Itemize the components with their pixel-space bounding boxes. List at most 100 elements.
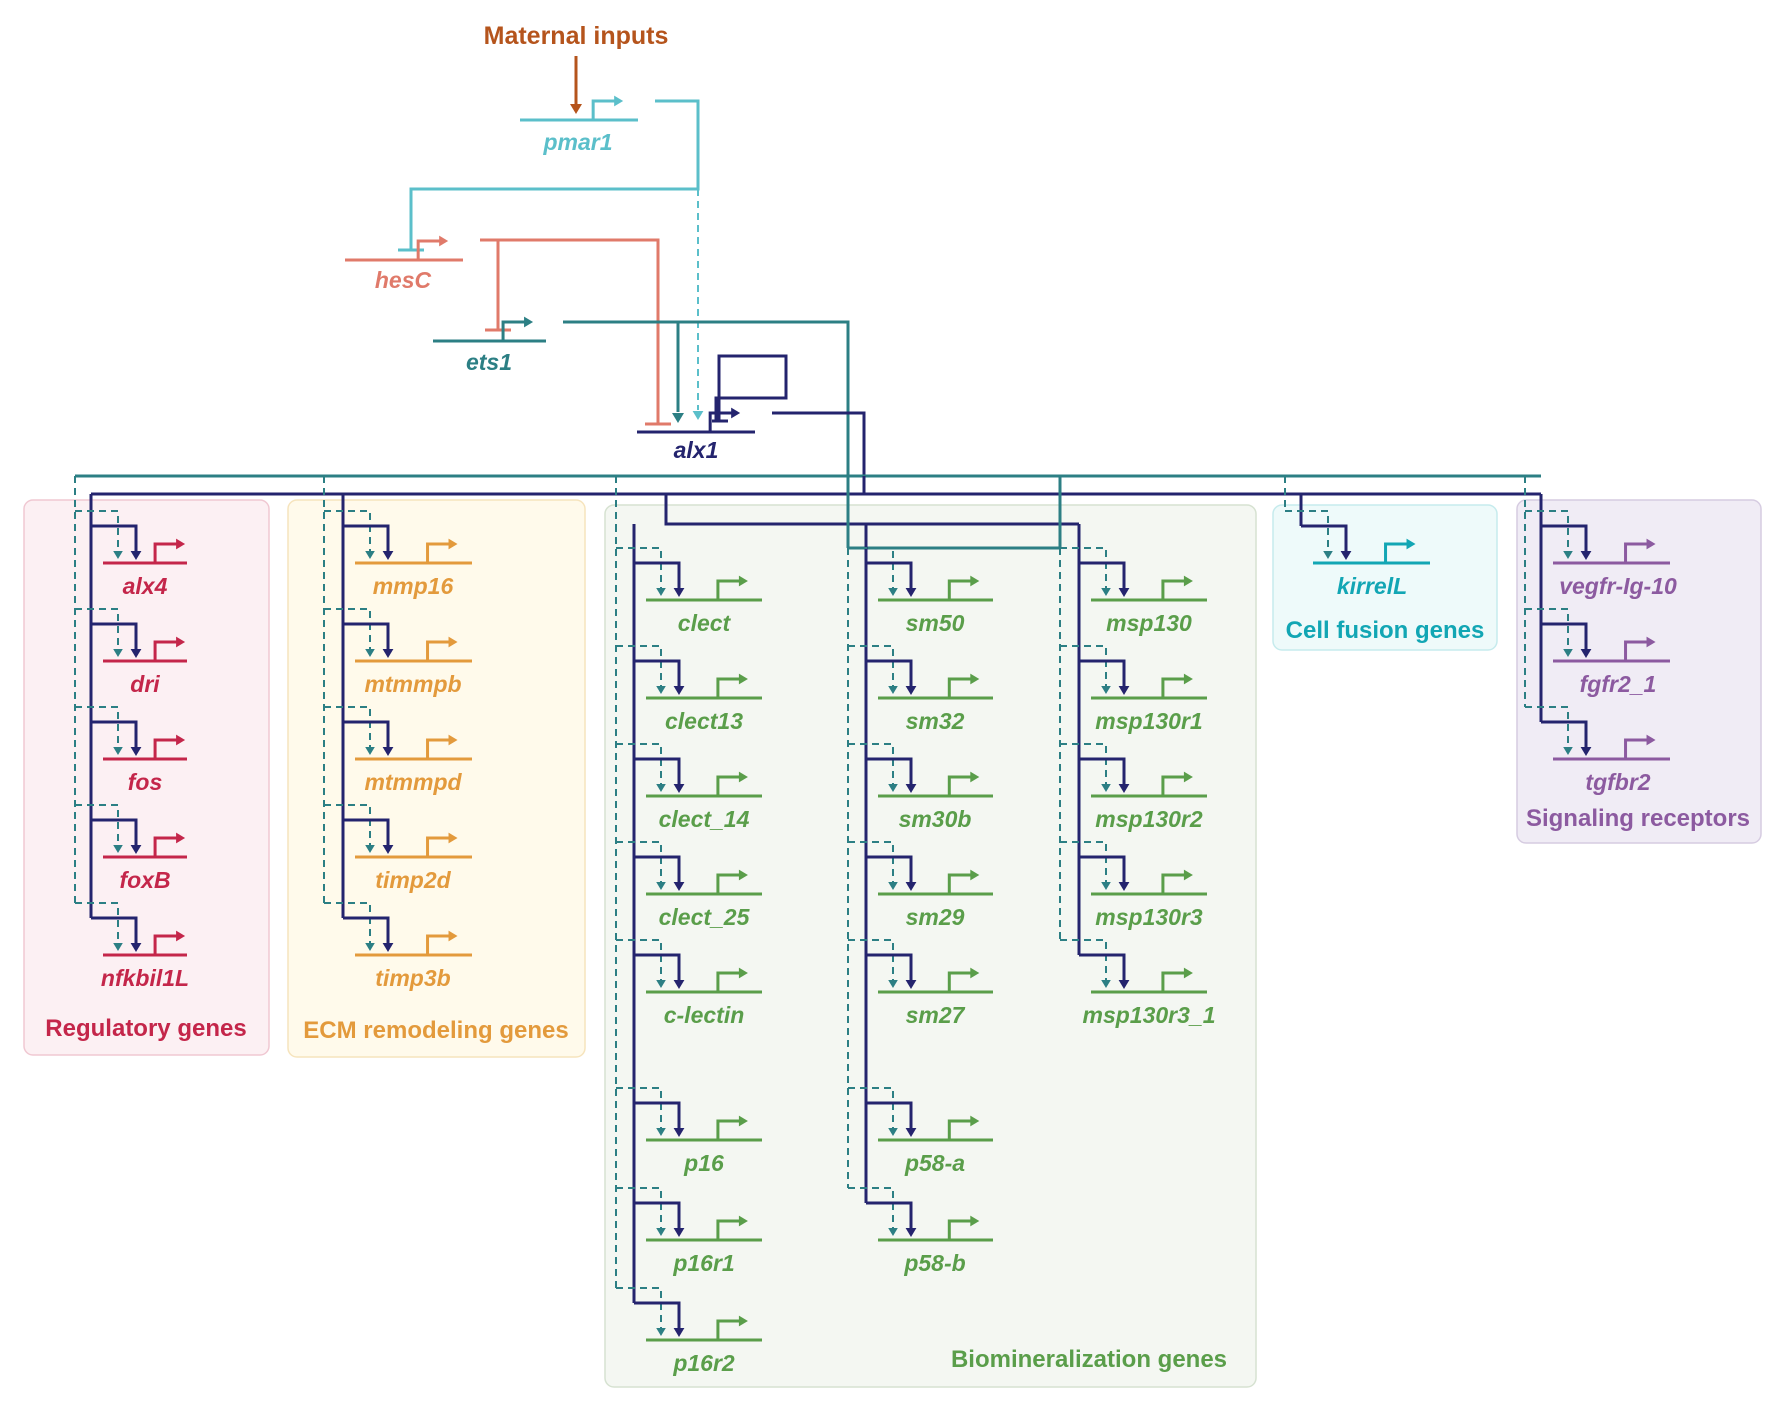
ets1-arrowhead-p16 <box>656 1128 666 1136</box>
gene-c-lectin-promoter <box>716 971 740 992</box>
gene-fgfr2_1-promoter <box>1624 640 1648 661</box>
alx1-arrowhead-c-lectin <box>673 980 685 989</box>
ets1-arrowhead-nfkbil1L <box>113 943 123 951</box>
ets1-edge-p58-b <box>848 1187 894 1228</box>
gene-label-clect: clect <box>678 610 732 636</box>
gene-sm50-promoter-arrow <box>970 575 980 587</box>
ets1-arrowhead-p16r1 <box>656 1228 666 1236</box>
group-label-cell-fusion: Cell fusion genes <box>1286 617 1485 644</box>
gene-label-nfkbil1L: nfkbil1L <box>101 965 189 991</box>
ets1-arrowhead-sm29 <box>888 882 898 890</box>
gene-c-lectin-promoter-arrow <box>738 967 748 979</box>
alx1-arrowhead-mmp16 <box>382 551 394 560</box>
alx1-edge-mtmmpb <box>343 622 390 649</box>
alx1-arrowhead-vegfr-Ig-10 <box>1580 551 1592 560</box>
gene-label-clect_25: clect_25 <box>659 904 751 930</box>
alx1-edge-vegfr-Ig-10 <box>1541 524 1588 551</box>
alx1-edge-msp130r2 <box>1079 757 1126 784</box>
regulatory-genes-box <box>23 499 270 1056</box>
ets1-edge-nfkbil1L <box>75 902 119 943</box>
alx1-edge-dri <box>91 622 138 649</box>
alx1-edge-p58-a <box>866 1101 913 1128</box>
gene-msp130r1-promoter <box>1161 677 1185 698</box>
ets1-edge-clect13 <box>616 645 662 686</box>
ets1-edge-mtmmpd <box>324 706 371 747</box>
alx1-arrowhead-clect13 <box>673 686 685 695</box>
gene-sm30b-promoter-arrow <box>970 771 980 783</box>
alx1-edge-p16r2 <box>634 1301 681 1328</box>
biomineralization-genes-box <box>604 504 1257 1388</box>
ets1-arrowhead-clect13 <box>656 686 666 694</box>
alx1-edge-alx4 <box>91 524 138 551</box>
gene-alx4-promoter-arrow <box>176 538 186 550</box>
gene-nfkbil1L-promoter <box>153 934 178 955</box>
gene-p16-promoter-arrow <box>738 1115 748 1127</box>
ets1-edge-p16r1 <box>616 1187 662 1228</box>
gene-label-c-lectin: c-lectin <box>664 1002 745 1028</box>
alx1-arrowhead-msp130r2 <box>1118 784 1130 793</box>
ets1-arrowhead-c-lectin <box>656 980 666 988</box>
alx1-edge-sm30b <box>866 757 913 784</box>
alx1-arrowhead-msp130 <box>1118 588 1130 597</box>
gene-sm50-promoter <box>947 579 972 600</box>
gene-p58-a-promoter <box>947 1119 972 1140</box>
gene-mmp16-promoter <box>426 542 450 563</box>
gene-clect_14-promoter <box>716 775 740 796</box>
alx1-arrowhead-dri <box>130 649 142 658</box>
gene-alx4-promoter <box>153 542 178 563</box>
ets1-arrowhead-msp130 <box>1101 588 1111 596</box>
ets1-arrowhead-fgfr2_1 <box>1563 649 1573 657</box>
ets1-edge-foxB <box>75 804 119 845</box>
ets1-arrowhead-sm32 <box>888 686 898 694</box>
ets1-edge-clect <box>616 547 662 588</box>
hesC-edge-to-alx1 <box>480 238 660 424</box>
gene-vegfr-Ig-10-promoter-arrow <box>1646 538 1656 550</box>
alx1-edge-sm32 <box>866 659 913 686</box>
gene-label-tgfbr2: tgfbr2 <box>1585 769 1650 795</box>
alx1-arrowhead-msp130r3_1 <box>1118 980 1130 989</box>
alx1-autoregulation-edge <box>714 354 788 420</box>
ets1-arrowhead-clect <box>656 588 666 596</box>
gene-msp130r3_1-promoter <box>1161 971 1185 992</box>
ets1-edge-timp2d <box>324 804 371 845</box>
ets1-edge-p58-a <box>848 1087 894 1128</box>
gene-sm29-promoter <box>947 873 972 894</box>
gene-label-p58-a: p58-a <box>904 1150 965 1176</box>
alx1-edge-tgfbr2 <box>1541 720 1588 747</box>
ets1-promoter <box>501 320 526 341</box>
alx1-arrowhead-foxB <box>130 845 142 854</box>
ets1-edge-sm27 <box>848 939 894 980</box>
ets1-edge-msp130r3_1 <box>1060 939 1107 980</box>
alx1-arrowhead-nfkbil1L <box>130 943 142 952</box>
gene-timp2d-promoter <box>426 836 450 857</box>
gene-label-sm50: sm50 <box>906 610 965 636</box>
gene-clect_14-promoter-arrow <box>738 771 748 783</box>
ets1-edge-sm32 <box>848 645 894 686</box>
ets1-edge-mtmmpb <box>324 608 371 649</box>
ets1-arrowhead-mmp16 <box>365 551 375 559</box>
gene-mtmmpb-promoter-arrow <box>448 636 458 648</box>
ets1-arrowhead-msp130r2 <box>1101 784 1111 792</box>
pmar1-promoter-arrow <box>614 95 624 107</box>
pmar1-promoter <box>591 99 616 120</box>
ets1-arrowhead-p16r2 <box>656 1328 666 1336</box>
alx1-edge-main <box>772 411 866 492</box>
ets1-edge-vegfr-Ig-10 <box>1525 510 1569 551</box>
gene-dri-promoter <box>153 640 178 661</box>
ets1-edge-fos <box>75 706 119 747</box>
title-maternal-inputs: Maternal inputs <box>484 22 669 50</box>
gene-vegfr-Ig-10-promoter <box>1624 542 1648 563</box>
gene-foxB-promoter-arrow <box>176 832 186 844</box>
ets1-edge-msp130 <box>1060 547 1107 588</box>
alx1-arrowhead-sm50 <box>905 588 917 597</box>
alx1-arrowhead-fos <box>130 747 142 756</box>
gene-nfkbil1L-promoter-arrow <box>176 930 186 942</box>
alx1-arrowhead-p16r1 <box>673 1228 685 1237</box>
ets1-edge-mmp16 <box>324 510 371 551</box>
gene-msp130r3-promoter <box>1161 873 1185 894</box>
alx1-arrowhead-sm32 <box>905 686 917 695</box>
gene-label-p16r2: p16r2 <box>672 1350 735 1376</box>
gene-p16r2-promoter-arrow <box>738 1315 748 1327</box>
gene-label-fgfr2_1: fgfr2_1 <box>1580 671 1657 697</box>
